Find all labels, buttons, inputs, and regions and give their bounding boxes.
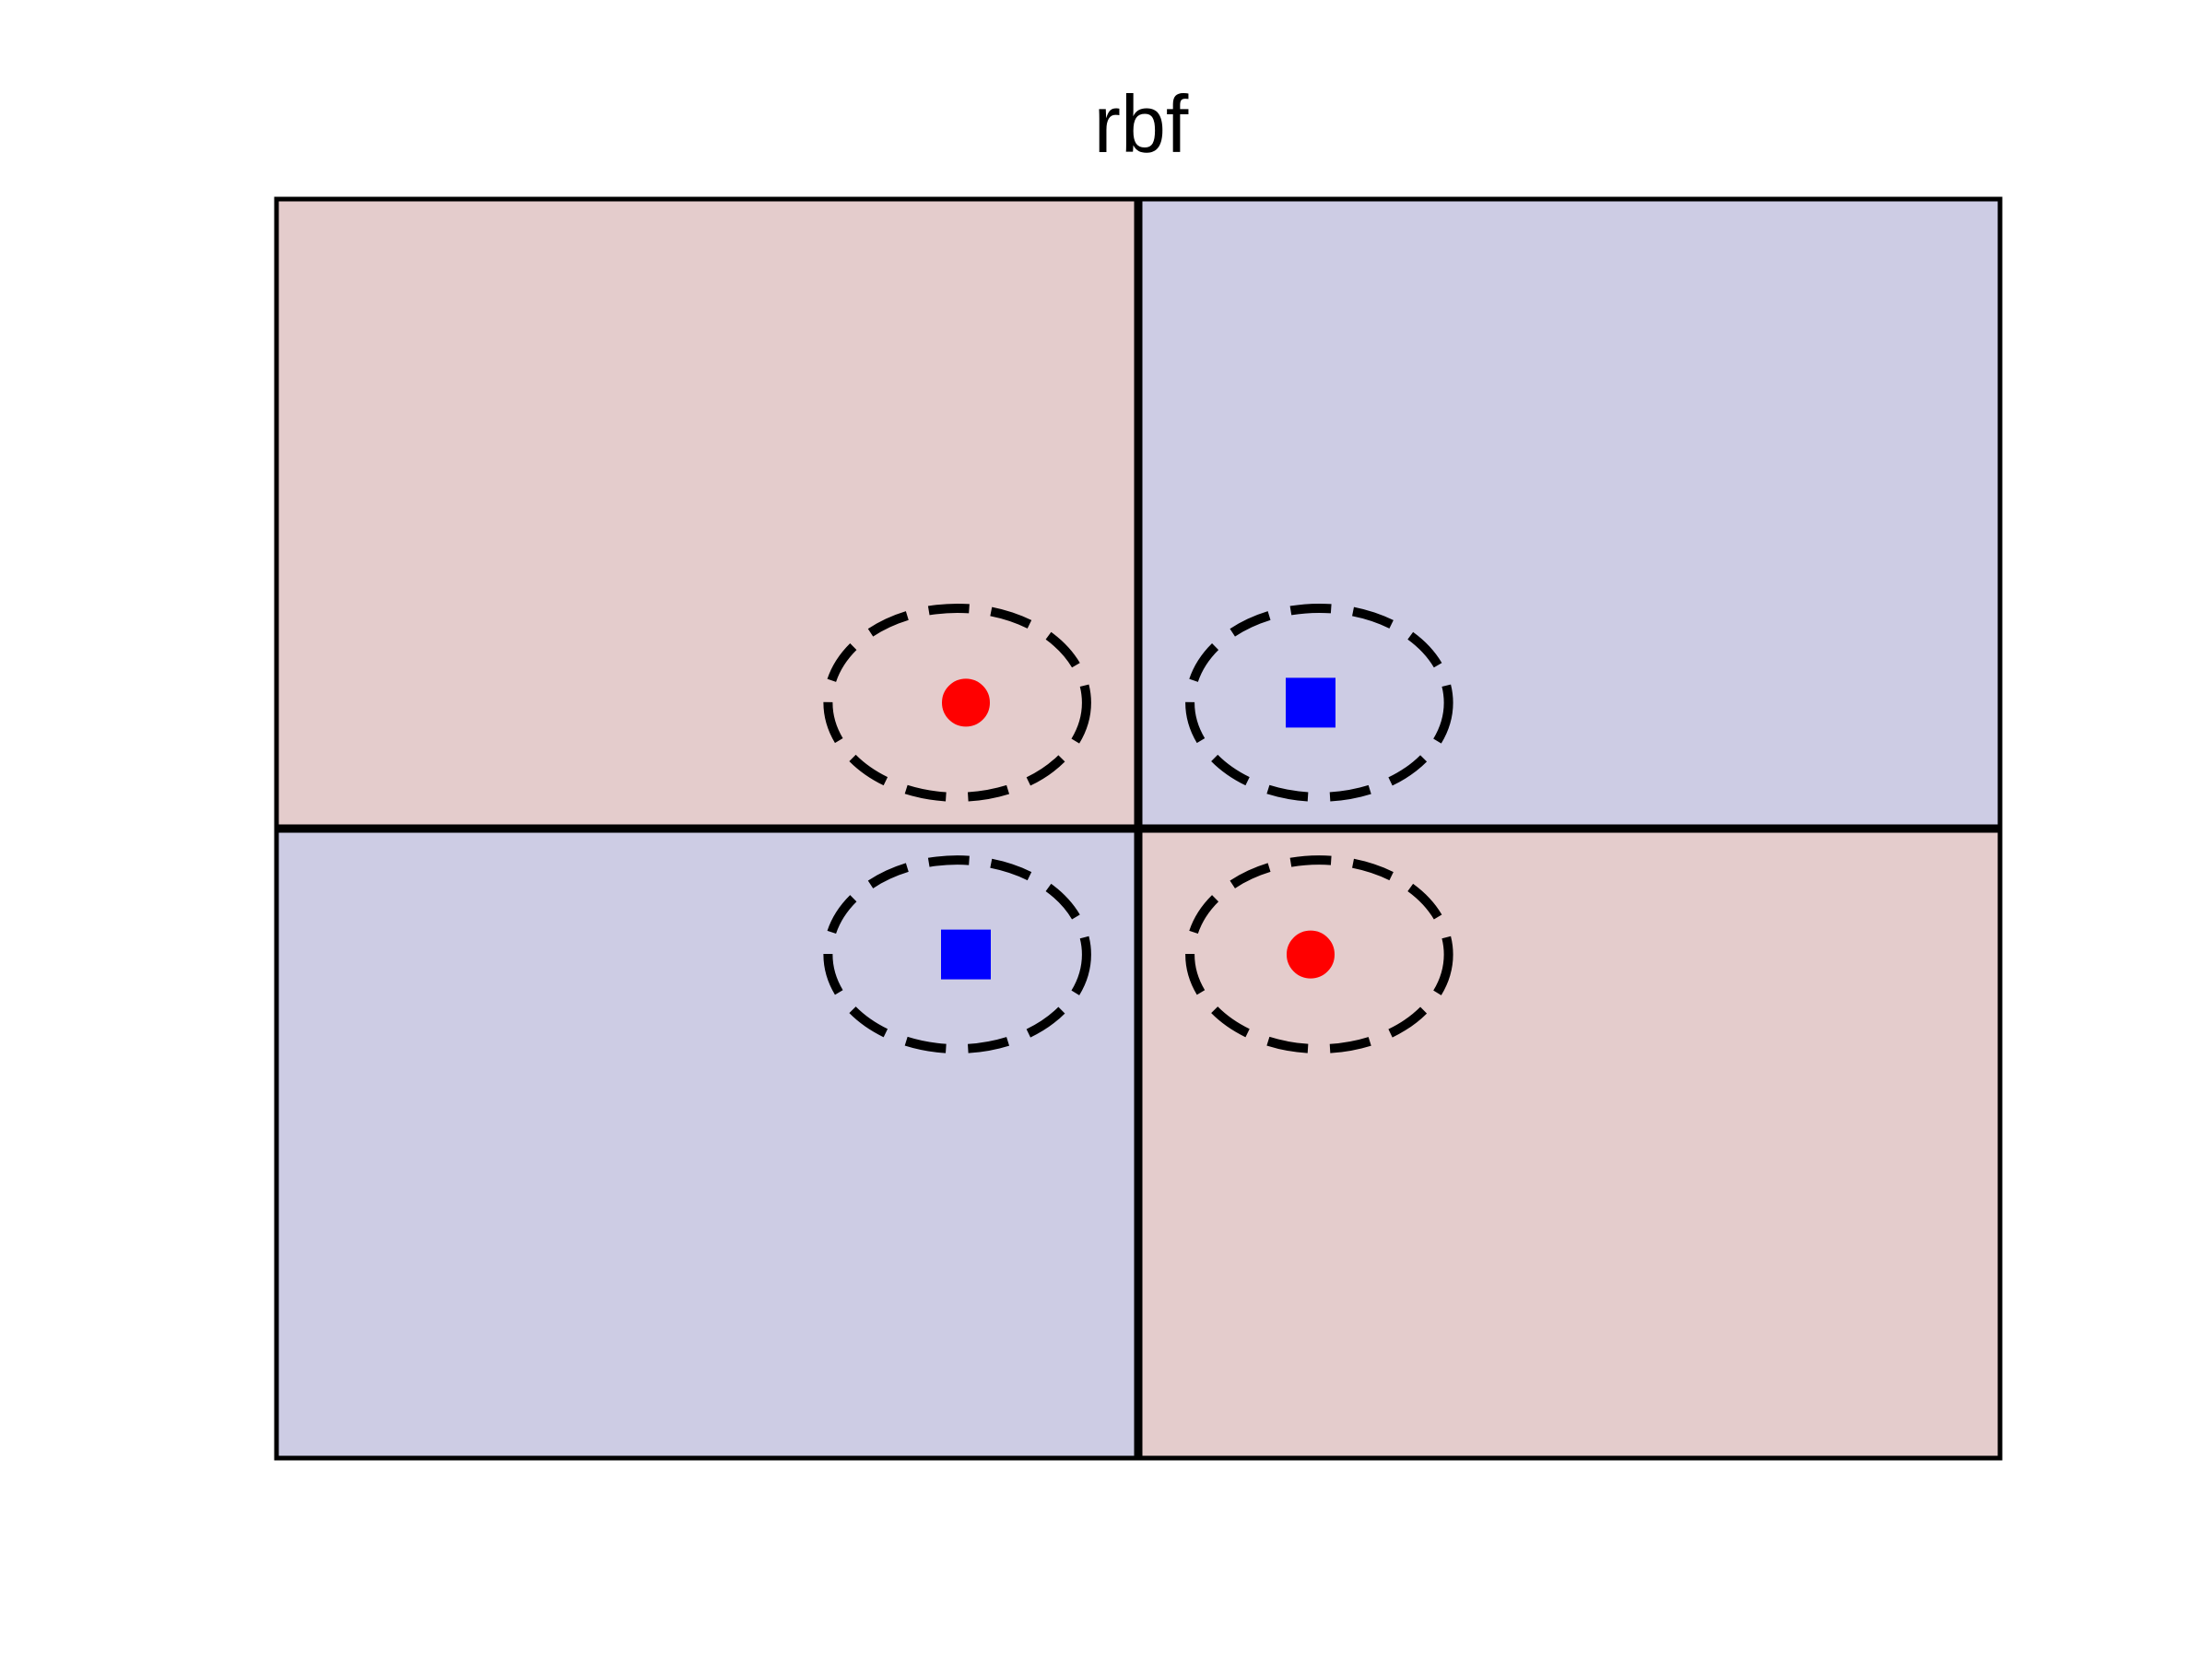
decision-boundaries bbox=[276, 199, 2000, 1458]
blue-square-point-1 bbox=[1286, 677, 1335, 728]
region-bottom-left bbox=[276, 829, 1138, 1458]
decision-regions bbox=[276, 199, 2000, 1458]
region-bottom-right bbox=[1138, 829, 2000, 1458]
chart-title: rbf bbox=[1094, 78, 1189, 170]
blue-square-point-2 bbox=[941, 929, 991, 980]
red-circle-point-2 bbox=[1287, 930, 1335, 979]
support-contour-2 bbox=[1185, 603, 1453, 802]
support-contour-3 bbox=[823, 855, 1091, 1054]
support-contour-1 bbox=[823, 603, 1091, 802]
support-contours bbox=[823, 603, 1453, 1054]
region-top-left bbox=[276, 199, 1138, 829]
plot-frame bbox=[274, 196, 2003, 1461]
support-contour-4 bbox=[1185, 855, 1453, 1054]
region-top-right bbox=[1138, 199, 2000, 829]
red-circle-point-1 bbox=[942, 678, 990, 727]
data-points bbox=[941, 677, 1335, 980]
